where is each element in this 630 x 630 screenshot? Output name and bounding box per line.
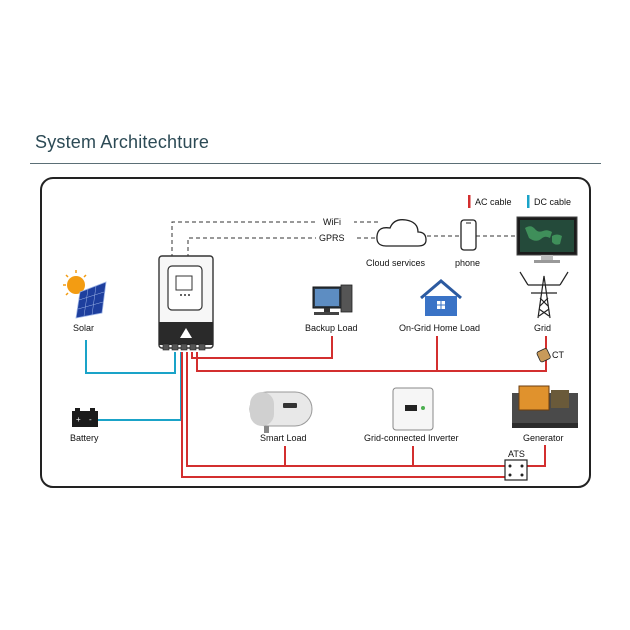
battery-icon: + - xyxy=(72,408,98,427)
diagram-frame xyxy=(40,177,591,488)
ongrid-home-load-label: On-Grid Home Load xyxy=(399,323,480,333)
backup-to-ats xyxy=(181,352,505,478)
solar-cable xyxy=(85,340,176,374)
svg-text:+: + xyxy=(76,415,81,424)
smart-load-icon xyxy=(249,391,313,433)
gprs-label-bg xyxy=(316,231,354,243)
svg-text:-: - xyxy=(89,415,92,424)
grid-tower-icon xyxy=(519,271,569,319)
grid-inverter-icon xyxy=(392,387,434,431)
solar-label: Solar xyxy=(73,323,94,333)
grid-label: Grid xyxy=(534,323,551,333)
generator-icon xyxy=(512,385,578,428)
legend-ac-swatch xyxy=(468,195,471,208)
wifi-label-bg xyxy=(318,215,354,227)
smart-load-label: Smart Load xyxy=(260,433,307,443)
legend-ac-label: AC cable xyxy=(475,197,512,207)
ct-label: CT xyxy=(552,350,564,360)
generator-label: Generator xyxy=(523,433,564,443)
gprs-label: GPRS xyxy=(319,233,345,243)
battery-cable xyxy=(85,352,182,421)
ct-icon xyxy=(536,348,551,363)
dc-cables xyxy=(85,340,182,421)
wifi-label: WiFi xyxy=(323,217,341,227)
hybrid-inverter xyxy=(158,255,214,351)
backup-load-cable xyxy=(191,336,333,359)
legend-dc-label: DC cable xyxy=(534,197,571,207)
solar-panel-icon xyxy=(63,270,107,319)
generator-cable xyxy=(186,352,505,467)
cloud-label: Cloud services xyxy=(366,258,426,268)
phone-label: phone xyxy=(455,258,480,268)
backup-load-label: Backup Load xyxy=(305,323,358,333)
page-title: System Architechture xyxy=(35,132,210,152)
grid-inverter-label: Grid-connected Inverter xyxy=(364,433,459,443)
grid-cable xyxy=(196,336,547,372)
battery-label: Battery xyxy=(70,433,99,443)
gen-ats-cable xyxy=(527,445,546,467)
phone-icon xyxy=(460,219,477,251)
home-icon xyxy=(420,279,462,316)
ats-switch xyxy=(504,459,528,481)
legend-dc-swatch xyxy=(527,195,530,208)
title-divider xyxy=(30,163,601,164)
wifi-link xyxy=(171,221,380,258)
ac-cables xyxy=(181,336,547,478)
backup-load-icon xyxy=(312,284,353,315)
monitor-icon xyxy=(516,216,578,263)
ats-label: ATS xyxy=(508,449,525,459)
legend: AC cable DC cable xyxy=(468,195,571,208)
cloud-icon xyxy=(376,219,427,247)
